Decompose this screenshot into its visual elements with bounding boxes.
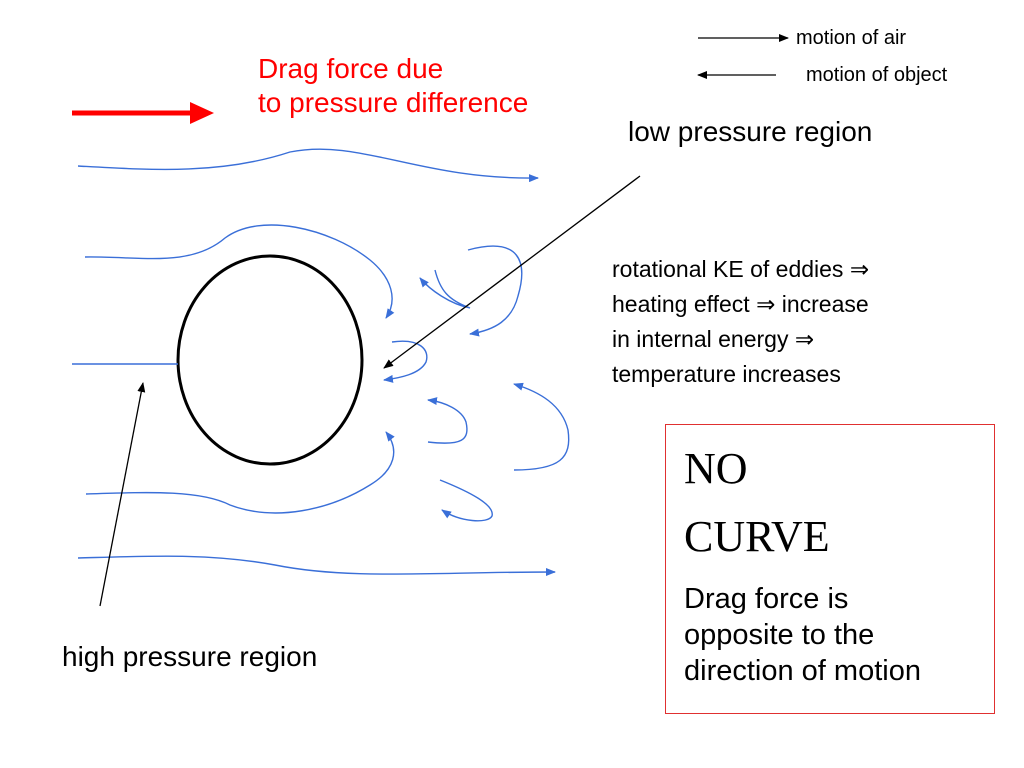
eddy-5 bbox=[513, 382, 570, 471]
high-pressure-pointer bbox=[99, 382, 146, 607]
no-curve-box: NO CURVE Drag force is opposite to the d… bbox=[665, 424, 995, 714]
no-curve-title-line1: NO bbox=[684, 444, 748, 493]
eddy-3 bbox=[383, 340, 428, 383]
low-pressure-label: low pressure region bbox=[628, 116, 873, 147]
no-curve-body-line2: opposite to the bbox=[684, 619, 875, 651]
drag-force-label-line1: Drag force due bbox=[258, 53, 444, 84]
no-curve-body-line3: direction of motion bbox=[684, 655, 921, 687]
eddy-4 bbox=[427, 397, 468, 444]
streamline-top bbox=[77, 148, 539, 183]
no-curve-body: Drag force is opposite to the direction … bbox=[684, 581, 921, 689]
eddy-note-line1: rotational KE of eddies ⇒ bbox=[612, 256, 870, 282]
object-circle bbox=[176, 254, 364, 466]
eddy-note-line3: in internal energy ⇒ bbox=[612, 326, 815, 352]
legend-object-label: motion of object bbox=[806, 64, 948, 86]
no-curve-title-line2: CURVE bbox=[684, 512, 830, 561]
high-pressure-label: high pressure region bbox=[62, 641, 318, 672]
streamline-upper bbox=[84, 224, 395, 319]
eddy-1 bbox=[467, 245, 523, 337]
drag-force-arrow bbox=[72, 102, 214, 124]
no-curve-body-line1: Drag force is bbox=[684, 583, 849, 615]
drag-force-label: Drag force due to pressure difference bbox=[258, 52, 528, 120]
no-curve-title: NO CURVE bbox=[684, 447, 830, 559]
streamline-lower bbox=[85, 431, 395, 514]
eddy-note-line4: temperature increases bbox=[612, 361, 841, 387]
eddy-6 bbox=[439, 479, 493, 522]
legend-air-label: motion of air bbox=[796, 27, 907, 49]
eddy-energy-note: rotational KE of eddies ⇒ heating effect… bbox=[612, 252, 869, 392]
eddy-2 bbox=[419, 269, 471, 309]
streamline-bottom bbox=[77, 555, 556, 577]
drag-force-label-line2: to pressure difference bbox=[258, 87, 529, 118]
eddy-note-line2: heating effect ⇒ increase bbox=[612, 291, 869, 317]
low-pressure-pointer bbox=[383, 175, 641, 369]
